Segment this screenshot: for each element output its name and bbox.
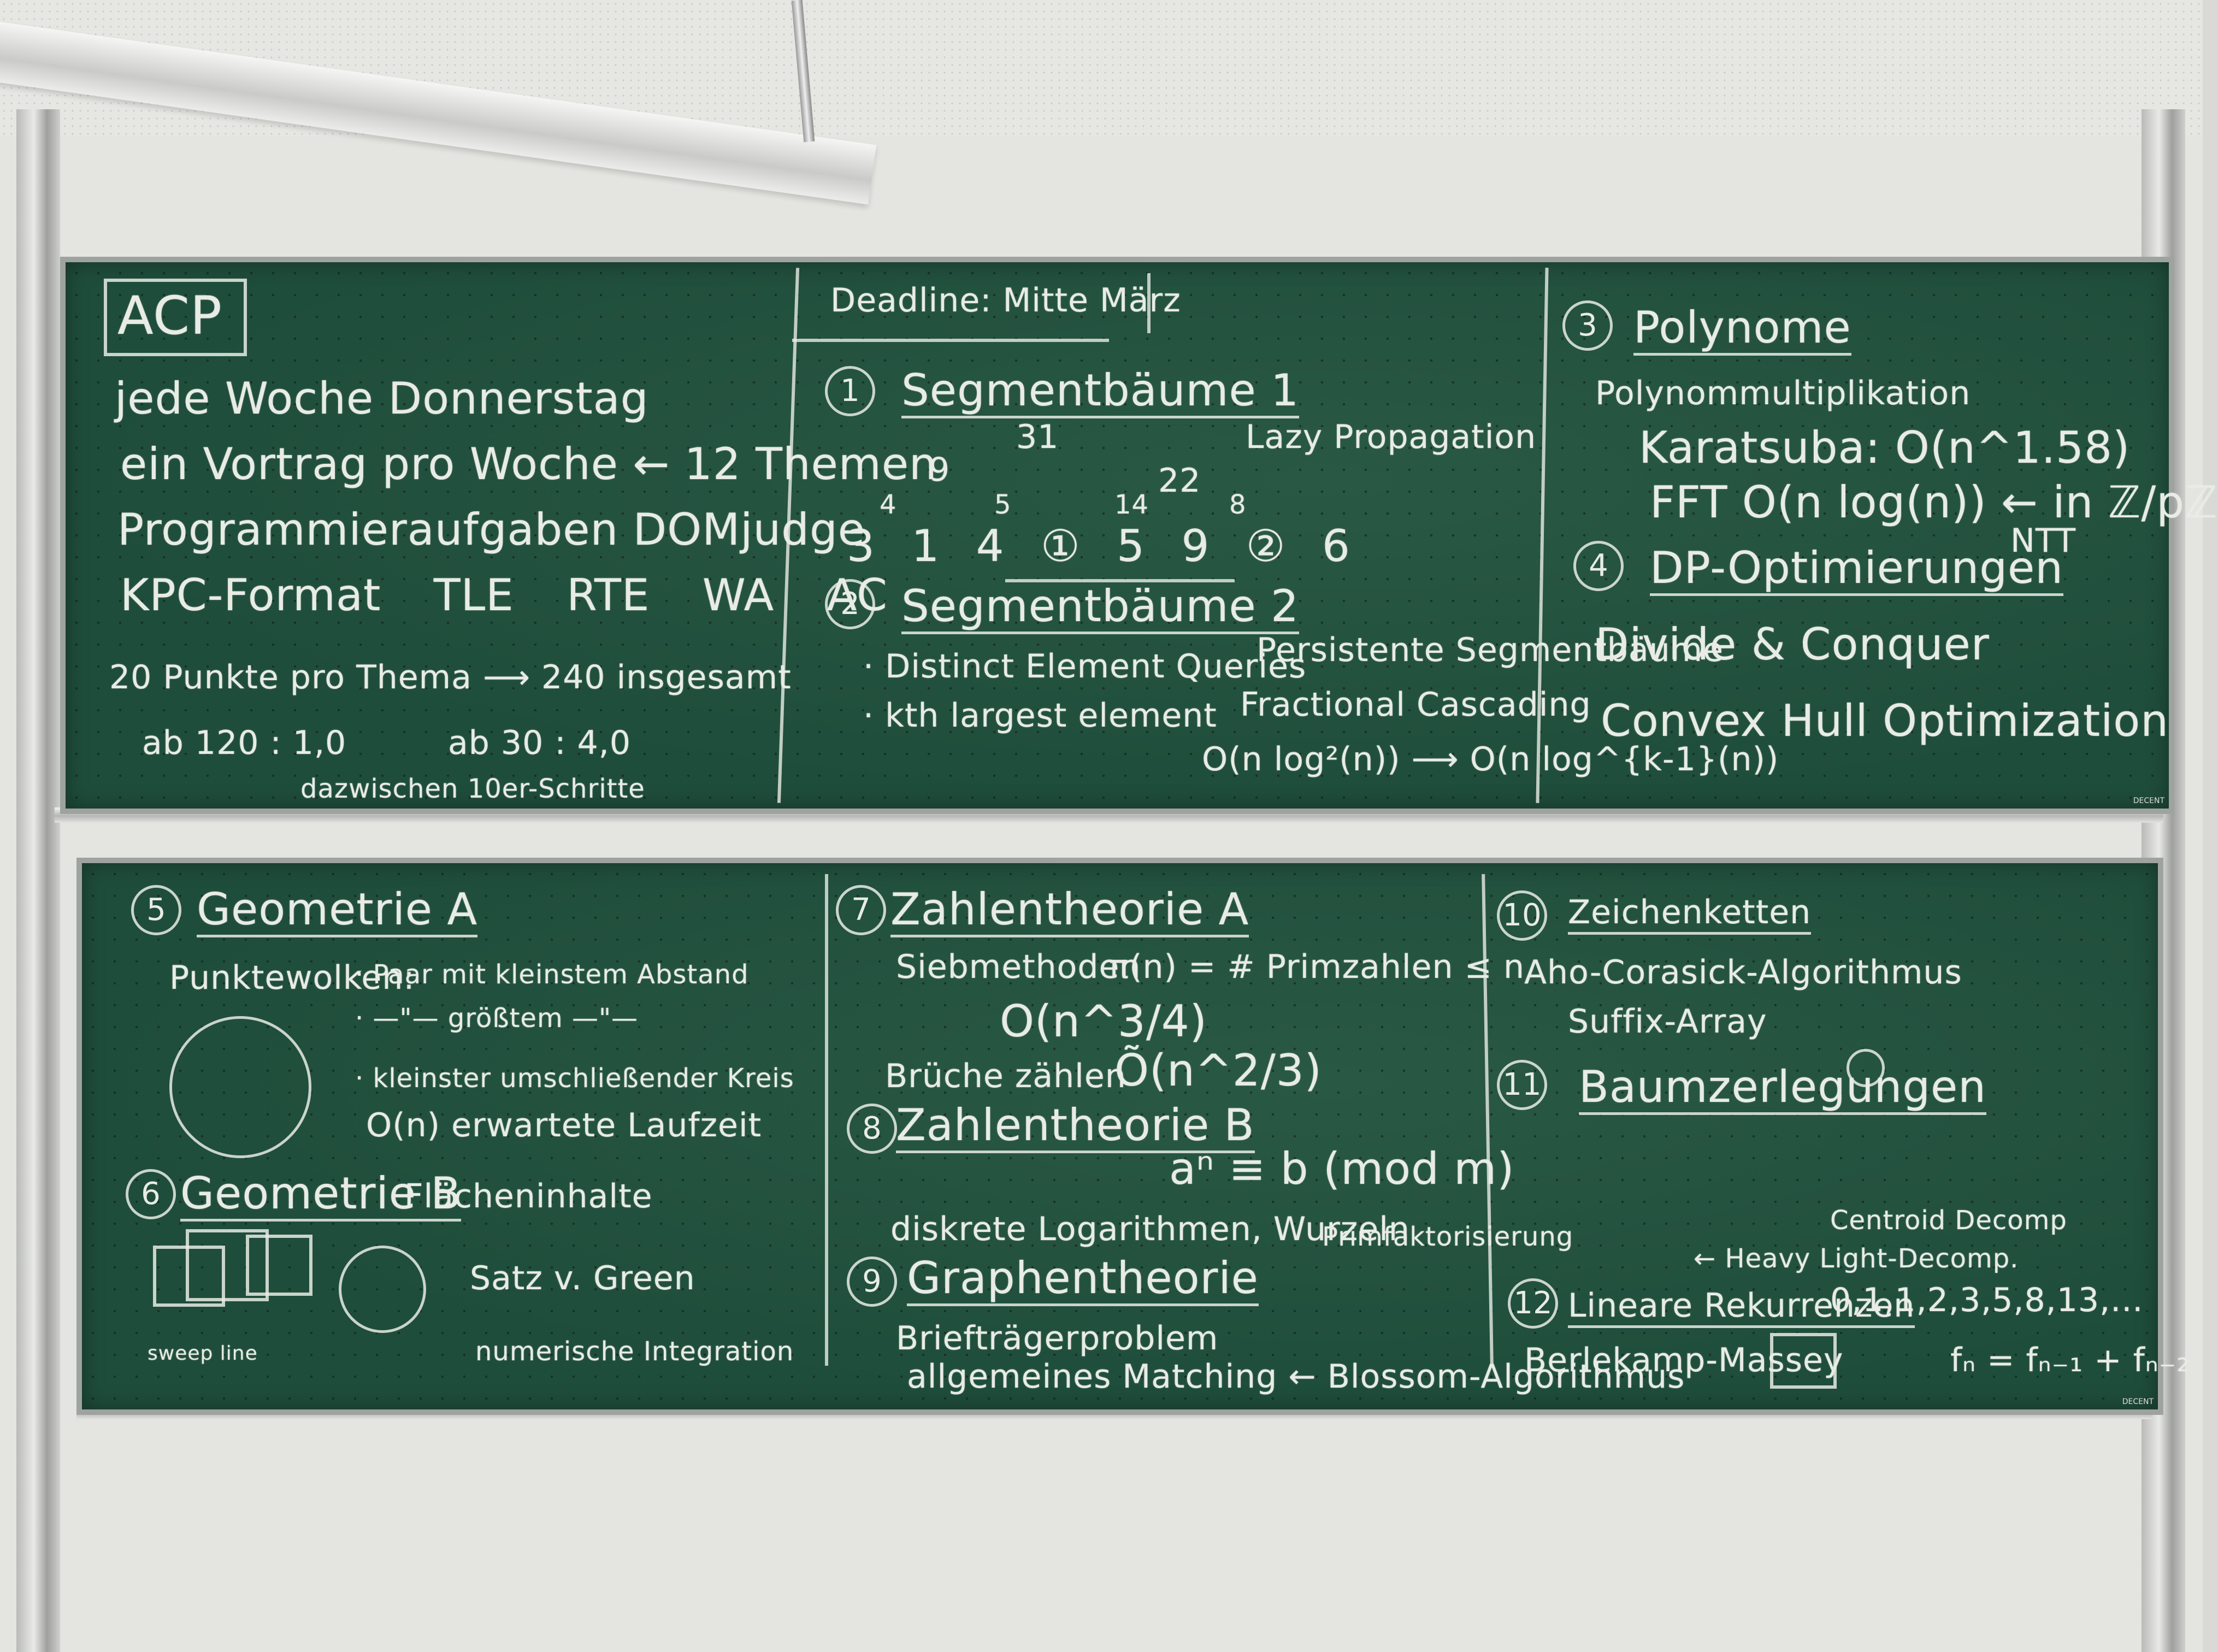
topic-5-number: 5 bbox=[131, 885, 181, 935]
course-title: ACP bbox=[117, 285, 222, 346]
topic-8-title: Zahlentheorie B bbox=[896, 1104, 1255, 1153]
acp-box bbox=[104, 279, 247, 356]
complexity-improvement: O(n log²(n)) ⟶ O(n log^{k-1}(n)) bbox=[1202, 740, 1779, 778]
note-talk: ein Vortrag pro Woche ← 12 Themen bbox=[120, 439, 937, 489]
topic-12-title: Lineare Rekurrenzen bbox=[1568, 1289, 1915, 1328]
suffix-array: Suffix-Array bbox=[1568, 1002, 1767, 1041]
poly-multiplication: Polynommultiplikation bbox=[1595, 374, 1971, 412]
deadline: Deadline: Mitte März bbox=[830, 281, 1181, 320]
complexity-34: O(n^3/4) bbox=[1000, 996, 1207, 1047]
lower-chalkboard: 5 Geometrie A Punktewolken: · Paar mit k… bbox=[76, 858, 2190, 1415]
count-fractions: Brüche zählen bbox=[885, 1057, 1126, 1095]
topic-6-number: 6 bbox=[126, 1169, 176, 1219]
topic-4-number: 4 bbox=[1573, 541, 1624, 591]
divider-3 bbox=[825, 874, 828, 1366]
berlekamp-massey: Berlekamp-Massey bbox=[1524, 1341, 1844, 1379]
rect-sketch-2 bbox=[186, 1229, 269, 1301]
prime-counting: π(n) = # Primzahlen ≤ n bbox=[1109, 948, 1525, 986]
areas: Flächeninhalte bbox=[404, 1177, 653, 1216]
divide-conquer: Divide & Conquer bbox=[1595, 619, 1990, 670]
aho-corasick: Aho-Corasick-Algorithmus bbox=[1524, 953, 1962, 992]
tree-right: 22 bbox=[1158, 462, 1201, 500]
closest-pair: · Paar mit kleinstem Abstand bbox=[355, 959, 749, 990]
grade-steps: dazwischen 10er-Schritte bbox=[300, 774, 645, 804]
topic-12-number: 12 bbox=[1508, 1278, 1558, 1329]
left-board-rail bbox=[16, 109, 60, 1652]
karatsuba: Karatsuba: O(n^1.58) bbox=[1639, 422, 2131, 473]
topic-3-number: 3 bbox=[1562, 300, 1613, 351]
topic-3-title: Polynome bbox=[1633, 306, 1851, 356]
note-format: KPC-Format TLE RTE WA AC bbox=[120, 570, 888, 621]
discrete-log: diskrete Logarithmen, Wurzeln bbox=[890, 1210, 1410, 1248]
smallest-circle: · kleinster umschließender Kreis bbox=[355, 1063, 794, 1094]
point-clouds: Punktewolken: bbox=[169, 959, 415, 997]
lazy-propagation: Lazy Propagation bbox=[1246, 418, 1537, 456]
topic-11-title: Baumzerlegungen bbox=[1579, 1065, 1986, 1115]
deadline-underline bbox=[792, 339, 1109, 342]
board-brand-lower: DECENT bbox=[2122, 1397, 2154, 1406]
tree-node-5: 5 bbox=[994, 489, 1012, 520]
topic-6-title: Geometrie B bbox=[180, 1172, 462, 1222]
modular-equation: aⁿ ≡ b (mod m) bbox=[1169, 1143, 1515, 1194]
tree-node-8: 8 bbox=[1229, 489, 1247, 520]
topic-1-title: Segmentbäume 1 bbox=[901, 369, 1299, 418]
topic-2-number: 2 bbox=[825, 579, 875, 629]
note-tasks: Programmieraufgaben DOMjudge bbox=[117, 504, 865, 555]
upper-chalkboard: ACP jede Woche Donnerstag ein Vortrag pr… bbox=[60, 257, 2217, 814]
heavy-light: ← Heavy Light-Decomp. bbox=[1694, 1243, 2019, 1274]
centroid-decomp: Centroid Decomp bbox=[1830, 1205, 2067, 1236]
numeric-integration: numerische Integration bbox=[475, 1336, 794, 1367]
topic-10-title: Zeichenketten bbox=[1568, 896, 1812, 935]
tree-left: 9 bbox=[929, 451, 951, 489]
range-bracket bbox=[1005, 579, 1235, 582]
topic-2-bullet-1: · Distinct Element Queries bbox=[863, 647, 1307, 686]
topic-10-number: 10 bbox=[1497, 890, 1547, 941]
tree-root: 31 bbox=[1016, 418, 1059, 456]
ntt: NTT bbox=[2010, 522, 2077, 560]
note-points: 20 Punkte pro Thema ⟶ 240 insgesamt bbox=[109, 658, 792, 697]
note-weekly: jede Woche Donnerstag bbox=[115, 373, 649, 424]
rect-sketch-3 bbox=[246, 1235, 312, 1296]
topic-11-number: 11 bbox=[1497, 1060, 1547, 1110]
fibonacci: 0,1,1,2,3,5,8,13,... bbox=[1830, 1281, 2144, 1319]
sweep-line-label: sweep line bbox=[148, 1342, 258, 1365]
deadline-box-side bbox=[1147, 273, 1151, 333]
fft: FFT O(n log(n)) ← in ℤ/pℤ bbox=[1650, 477, 2218, 528]
persistent-segtrees: Persistente Segmentbäume bbox=[1257, 631, 1724, 669]
topic-9-title: Graphentheorie bbox=[907, 1256, 1259, 1306]
complexity-23: Õ(n^2/3) bbox=[1114, 1045, 1322, 1096]
fractional-cascading: Fractional Cascading bbox=[1240, 686, 1591, 724]
topic-7-title: Zahlentheorie A bbox=[890, 888, 1249, 937]
recurrence: fₙ = fₙ₋₁ + fₙ₋₂ bbox=[1950, 1341, 2191, 1379]
rect-sketch-1 bbox=[153, 1246, 225, 1307]
topic-1-number: 1 bbox=[825, 366, 875, 416]
green-theorem: Satz v. Green bbox=[470, 1259, 695, 1297]
circle-sketch bbox=[169, 1016, 311, 1158]
matrix-sketch bbox=[1770, 1333, 1837, 1389]
topic-4-title: DP-Optimierungen bbox=[1650, 546, 2063, 596]
postman-problem: Briefträgerproblem bbox=[896, 1319, 1219, 1358]
circles-sketch bbox=[339, 1246, 426, 1333]
topic-2-bullet-2: · kth largest element bbox=[863, 697, 1217, 735]
expected-runtime: O(n) erwartete Laufzeit bbox=[366, 1106, 762, 1144]
grade-best: ab 120 : 1,0 bbox=[142, 724, 347, 762]
farthest-pair: · —"— größtem —"— bbox=[355, 1003, 639, 1034]
sieve-methods: Siebmethoden bbox=[896, 948, 1141, 986]
convex-hull-opt: Convex Hull Optimization bbox=[1601, 695, 2169, 746]
tree-node-4: 4 bbox=[880, 489, 897, 520]
board-brand: DECENT bbox=[2133, 796, 2164, 805]
grade-worst: ab 30 : 4,0 bbox=[448, 724, 632, 762]
topic-7-number: 7 bbox=[836, 885, 886, 935]
topic-8-number: 8 bbox=[847, 1104, 897, 1154]
topic-2-title: Segmentbäume 2 bbox=[901, 585, 1299, 634]
tree-node-14: 14 bbox=[1114, 489, 1149, 520]
array-values: 3 1 4 ① 5 9 ② 6 bbox=[847, 521, 1350, 571]
topic-5-title: Geometrie A bbox=[197, 888, 478, 937]
topic-9-number: 9 bbox=[847, 1256, 897, 1307]
centroid-sketch bbox=[1847, 1049, 1885, 1087]
general-matching: allgemeines Matching ← Blossom-Algorithm… bbox=[907, 1358, 1685, 1396]
prime-factorization: Primfaktorisierung bbox=[1322, 1222, 1574, 1252]
